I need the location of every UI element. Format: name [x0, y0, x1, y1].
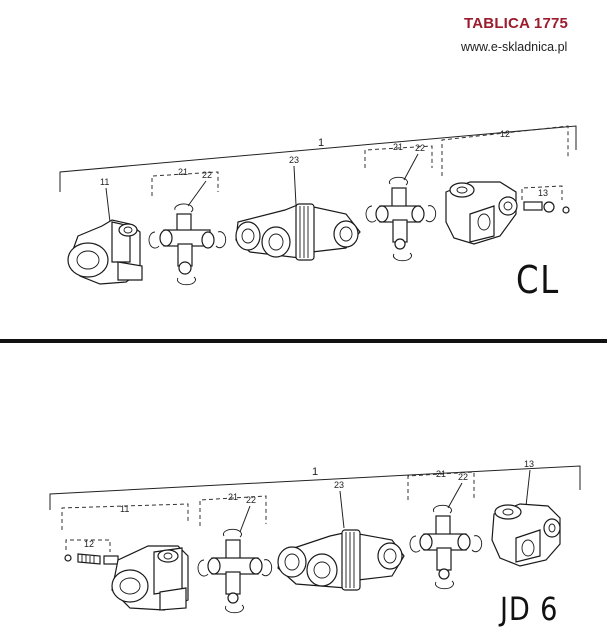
assembly-bracket-bottom: [49, 465, 581, 510]
group-bracket-left-cross-top: [151, 171, 219, 196]
group-bracket-right-cross-top: [364, 145, 433, 168]
bottom-left-cross-part: [197, 528, 273, 614]
callout-top-cross-left-a: 21: [178, 167, 188, 177]
top-right-cross-part: [365, 176, 437, 262]
bottom-center-yoke-part: [277, 529, 405, 591]
callout-bottom-cross-left-b: 22: [246, 495, 256, 505]
top-bolt-part: [523, 201, 570, 214]
top-center-yoke-part: [235, 203, 361, 261]
callout-bottom-bolt: 12: [84, 539, 94, 549]
callout-bottom-cross-right-b: 22: [458, 472, 468, 482]
group-bracket-bolt-bottom: [65, 539, 111, 552]
callout-top-cross-left-b: 22: [202, 170, 212, 180]
diagram-label-top: CL: [516, 258, 560, 302]
callout-top-yoke-right: 12: [500, 129, 510, 139]
diagram-label-bottom: JD 6: [500, 590, 559, 628]
top-left-cross-part: [148, 203, 227, 286]
header-website[interactable]: www.e-skladnica.pl: [461, 40, 568, 54]
callout-bottom-yoke-right: 13: [524, 459, 534, 469]
callout-bottom-center-yoke: 23: [334, 480, 344, 490]
group-bracket-left-yoke-bottom: [61, 503, 189, 530]
callout-bottom-cross-right-a: 21: [436, 469, 446, 479]
assembly-bracket-top: [59, 125, 577, 192]
top-right-yoke-part: [445, 181, 518, 245]
top-left-yoke-part: [67, 219, 143, 285]
diagram-divider: [0, 339, 607, 343]
callout-top-yoke-left: 11: [100, 177, 109, 187]
callout-bottom-yoke-left: 11: [120, 504, 129, 514]
callout-top-bolt: 13: [538, 188, 548, 198]
callout-top-cross-right-b: 22: [415, 143, 425, 153]
callout-top-assembly: 1: [318, 137, 324, 149]
callout-bottom-assembly: 1: [312, 466, 318, 478]
group-bracket-bolt-top: [521, 185, 563, 200]
group-bracket-right-yoke-top: [441, 125, 569, 176]
bottom-left-yoke-part: [111, 545, 189, 611]
callout-top-center-yoke: 23: [289, 155, 299, 165]
callout-top-cross-right-a: 21: [393, 142, 403, 152]
bottom-right-cross-part: [409, 504, 483, 590]
bottom-right-yoke-part: [491, 503, 561, 567]
bottom-diagram: 1 11 12 21 22 21 22 23 13: [49, 459, 581, 614]
header-title: TABLICA 1775: [464, 15, 569, 32]
group-bracket-right-cross-bottom: [407, 471, 475, 500]
group-bracket-left-cross-bottom: [199, 495, 267, 526]
top-diagram: 1 21 22 21 22 12 13 11 23: [59, 125, 577, 286]
callout-bottom-cross-left-a: 21: [228, 492, 238, 502]
bottom-bolt-part: [64, 553, 119, 565]
